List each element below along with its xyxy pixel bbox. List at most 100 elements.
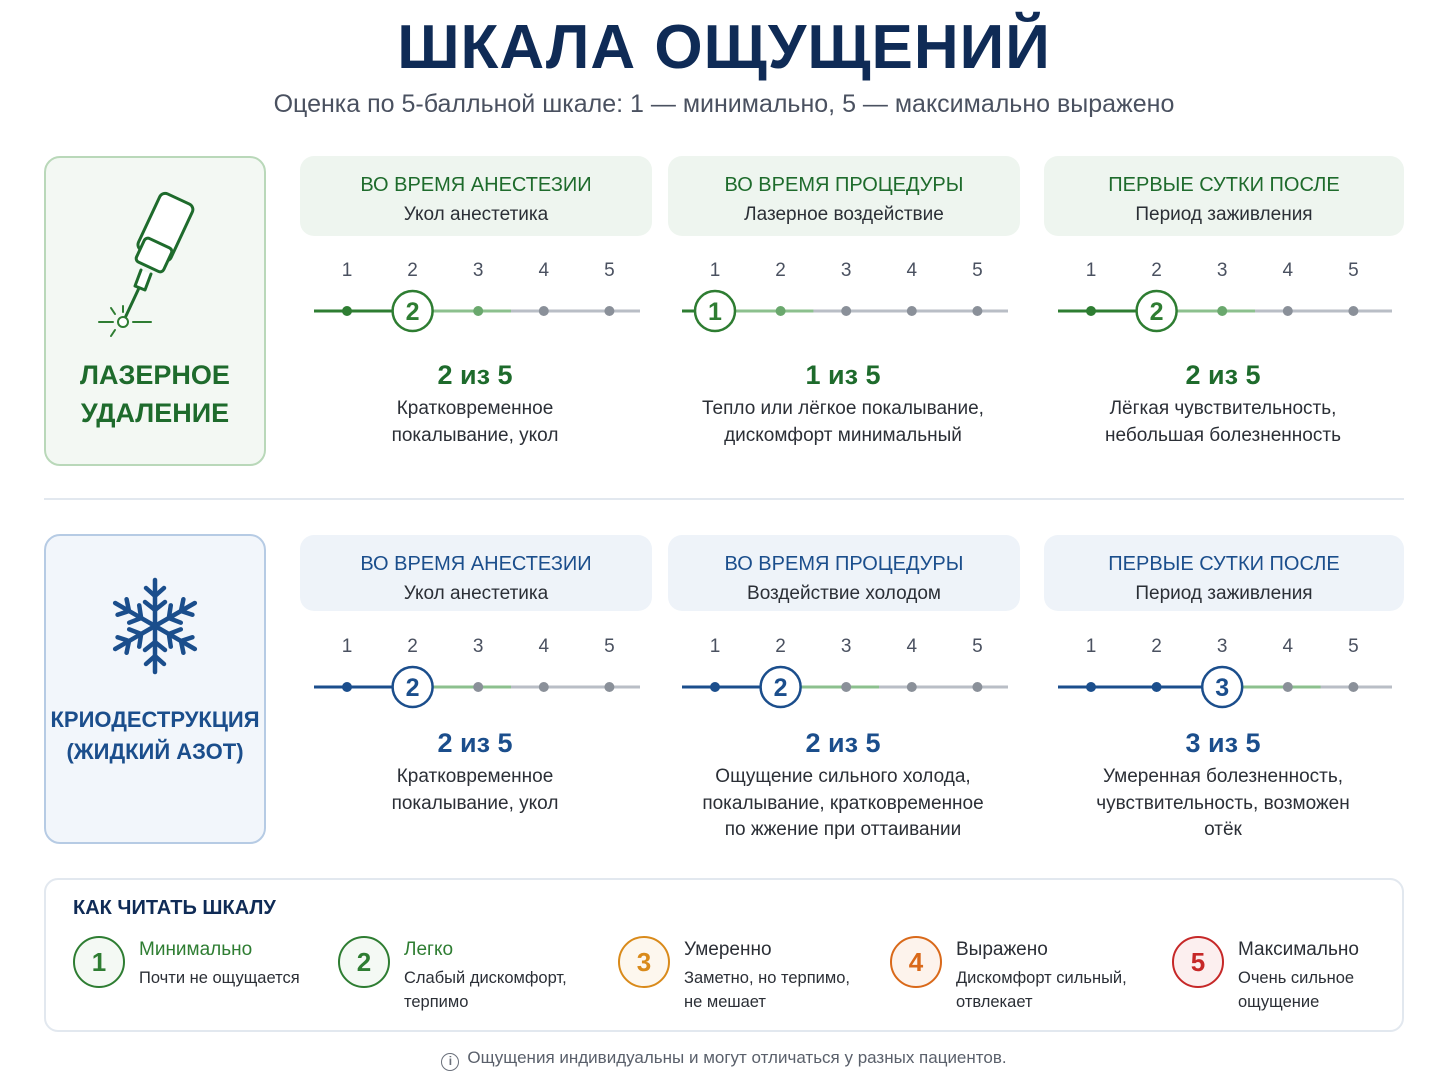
scale-marker-value: 2 <box>406 298 420 326</box>
phase-description: Кратковременное покалывание, укол <box>391 766 559 814</box>
scale-tick-label: 2 <box>407 260 418 281</box>
scale-tick-dot <box>972 682 983 692</box>
legend-number-badge: 5 <box>1172 936 1224 988</box>
scale-marker-value: 2 <box>406 674 420 702</box>
scale-tick-dot <box>538 306 549 316</box>
scale-tick-dot <box>906 306 917 316</box>
phase-subtitle: Укол анестетика <box>403 583 549 604</box>
scale-tick-label: 4 <box>539 260 550 281</box>
snowflake-icon <box>46 576 264 676</box>
method-card-cryo: КРИОДЕСТРУКЦИЯ (ЖИДКИЙ АЗОТ) <box>44 534 266 844</box>
scale-tick-label: 3 <box>473 260 484 281</box>
scale-tick-dot <box>1217 306 1228 316</box>
scale-marker-value: 2 <box>774 674 788 702</box>
scale-tick-label: 5 <box>972 260 983 281</box>
scale-tick-dot <box>1348 682 1359 692</box>
legend-level-name: Выражено <box>956 939 1048 960</box>
phase-description: Лёгкая чувствительность, небольшая болез… <box>1105 398 1341 446</box>
legend-level-name: Легко <box>404 939 454 960</box>
scale-tick-label: 5 <box>604 260 615 281</box>
scale-tick-label: 2 <box>1151 636 1162 657</box>
scale-tick-label: 1 <box>1086 260 1097 281</box>
legend-level-description: Дискомфорт сильный, отвлекает <box>956 969 1127 1011</box>
scale-tick-dot <box>342 682 352 692</box>
scale-tick-label: 2 <box>1151 260 1162 281</box>
scale-tick-dot <box>473 306 484 316</box>
info-icon: i <box>441 1053 460 1071</box>
scale-tick-label: 3 <box>841 636 852 657</box>
scale-tick-dot <box>972 306 983 316</box>
scale-tick-label: 4 <box>907 260 918 281</box>
scale-tick-label: 1 <box>342 636 353 657</box>
phase-subtitle: Период заживления <box>1135 204 1313 225</box>
scale-marker <box>759 665 802 709</box>
legend-level-name: Минимально <box>139 939 253 960</box>
scale-marker-value: 2 <box>1150 298 1164 326</box>
scale-tick-label: 2 <box>775 636 786 657</box>
scale-tick-dot <box>775 306 786 316</box>
phase-title: ВО ВРЕМЯ ПРОЦЕДУРЫ <box>724 174 964 196</box>
scale-tick-dot <box>1348 306 1359 316</box>
scale-tick-label: 4 <box>907 636 918 657</box>
scale-marker <box>391 289 434 333</box>
rating-value: 2 из 5 <box>805 728 881 758</box>
phase-description: Ощущение сильного холода, покалывание, к… <box>702 766 984 840</box>
rating-value: 2 из 5 <box>1185 360 1261 390</box>
phase-subtitle: Укол анестетика <box>403 204 549 225</box>
severity-scale: 1 2 3 4 5 2 <box>314 260 640 333</box>
method-label-laser: ЛАЗЕРНОЕ УДАЛЕНИЕ <box>80 360 230 428</box>
phase-subtitle: Лазерное воздействие <box>744 204 944 225</box>
rating-value: 1 из 5 <box>805 360 881 390</box>
legend-number-badge: 4 <box>890 936 942 988</box>
legend-title: КАК ЧИТАТЬ ШКАЛУ <box>73 897 276 919</box>
scale-tick-dot <box>538 682 549 692</box>
scale-tick-dot <box>604 682 615 692</box>
scale-tick-dot <box>473 682 484 692</box>
page-title: ШКАЛА ОЩУЩЕНИЙ <box>397 13 1051 82</box>
scale-tick-label: 5 <box>1348 260 1359 281</box>
legend-level-name: Умеренно <box>684 939 772 960</box>
phase-header: ВО ВРЕМЯ ПРОЦЕДУРЫ Лазерное воздействие <box>668 156 1020 236</box>
legend-number-badge: 3 <box>618 936 670 988</box>
scale-tick-label: 4 <box>539 636 550 657</box>
scale-tick-label: 5 <box>1348 636 1359 657</box>
scale-tick-label: 2 <box>775 260 786 281</box>
scale-tick-dot <box>906 682 917 692</box>
legend-level-name: Максимально <box>1238 939 1359 960</box>
laser-device-icon <box>46 188 264 338</box>
scale-marker <box>1200 665 1244 709</box>
scale-tick-label: 1 <box>342 260 353 281</box>
legend-number-badge: 2 <box>338 936 390 988</box>
legend-level-description: Заметно, но терпимо, не мешает <box>684 969 850 1011</box>
rating-value: 3 из 5 <box>1185 728 1261 758</box>
scale-tick-dot <box>1086 306 1096 316</box>
legend-level-description: Очень сильное ощущение <box>1238 969 1355 1011</box>
scale-tick-dot <box>1282 306 1293 316</box>
phase-title: ВО ВРЕМЯ ПРОЦЕДУРЫ <box>724 553 964 575</box>
scale-tick-dot <box>710 682 720 692</box>
scale-tick-label: 2 <box>407 636 418 657</box>
legend-number-badge: 1 <box>73 936 125 988</box>
rating-value: 2 из 5 <box>437 728 513 758</box>
scale-tick-dot <box>1151 682 1162 692</box>
legend-level-description: Почти не ощущается <box>139 969 300 987</box>
scale-tick-label: 4 <box>1283 260 1294 281</box>
phase-title: ПЕРВЫЕ СУТКИ ПОСЛЕ <box>1108 553 1340 575</box>
scale-tick-label: 3 <box>1217 636 1228 657</box>
